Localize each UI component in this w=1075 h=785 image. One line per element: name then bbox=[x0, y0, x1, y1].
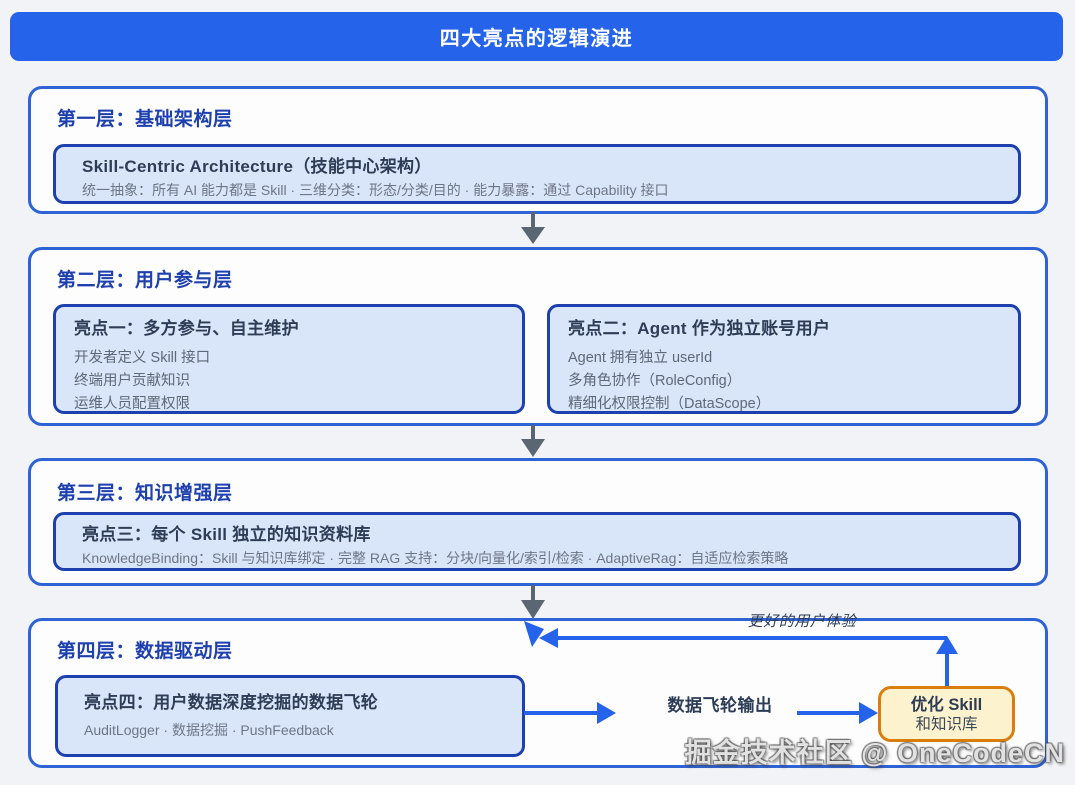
highlight-3-card: 亮点三：每个 Skill 独立的知识资料库 KnowledgeBinding：S… bbox=[53, 512, 1021, 571]
layer-1-card: Skill-Centric Architecture（技能中心架构） 统一抽象：… bbox=[53, 144, 1021, 204]
list-item: 运维人员配置权限 bbox=[74, 396, 190, 412]
list-item: Agent 拥有独立 userId bbox=[568, 350, 713, 366]
layer-2-heading: 第二层：用户参与层 bbox=[57, 270, 233, 291]
highlight-4-title: 亮点四：用户数据深度挖掘的数据飞轮 bbox=[84, 693, 379, 712]
list-item: 开发者定义 Skill 接口 bbox=[74, 350, 211, 366]
layer-1-container: 第一层：基础架构层 Skill-Centric Architecture（技能中… bbox=[28, 86, 1048, 214]
highlight-1-lines: 开发者定义 Skill 接口 终端用户贡献知识 运维人员配置权限 bbox=[74, 347, 504, 412]
watermark: 掘金技术社区 @ OneCodeCN bbox=[684, 738, 1065, 768]
highlight-3-desc: KnowledgeBinding：Skill 与知识库绑定 · 完整 RAG 支… bbox=[82, 550, 789, 566]
layer-4-heading: 第四层：数据驱动层 bbox=[57, 641, 233, 662]
highlight-2-title: 亮点二：Agent 作为独立账号用户 bbox=[568, 319, 831, 338]
layer-1-card-title: Skill-Centric Architecture（技能中心架构） bbox=[82, 157, 432, 176]
highlight-2-lines: Agent 拥有独立 userId 多角色协作（RoleConfig） 精细化权… bbox=[568, 347, 1000, 412]
diagram-title: 四大亮点的逻辑演进 bbox=[439, 28, 634, 50]
list-item: 终端用户贡献知识 bbox=[74, 373, 190, 389]
layer-2-container: 第二层：用户参与层 亮点一：多方参与、自主维护 开发者定义 Skill 接口 终… bbox=[28, 247, 1048, 426]
highlight-1-card: 亮点一：多方参与、自主维护 开发者定义 Skill 接口 终端用户贡献知识 运维… bbox=[53, 304, 525, 414]
highlight-1-title: 亮点一：多方参与、自主维护 bbox=[74, 319, 299, 338]
layer-1-card-desc: 统一抽象：所有 AI 能力都是 Skill · 三维分类：形态/分类/目的 · … bbox=[82, 182, 669, 198]
highlight-3-title: 亮点三：每个 Skill 独立的知识资料库 bbox=[82, 525, 371, 544]
down-arrow-icon bbox=[521, 425, 545, 457]
down-arrow-icon bbox=[521, 585, 545, 619]
highlight-4-card: 亮点四：用户数据深度挖掘的数据飞轮 AuditLogger · 数据挖掘 · P… bbox=[55, 675, 525, 757]
layer-1-heading: 第一层：基础架构层 bbox=[57, 109, 233, 130]
better-ux-feedback-label: 更好的用户体验 bbox=[747, 613, 857, 630]
down-arrow-icon bbox=[521, 212, 545, 244]
optimize-skill-node: 优化 Skill 和知识库 bbox=[878, 686, 1015, 742]
layer-3-container: 第三层：知识增强层 亮点三：每个 Skill 独立的知识资料库 Knowledg… bbox=[28, 458, 1048, 586]
list-item: 精细化权限控制（DataScope） bbox=[568, 396, 771, 412]
list-item: 多角色协作（RoleConfig） bbox=[568, 373, 742, 389]
data-flywheel-output-label: 数据飞轮输出 bbox=[667, 696, 773, 715]
optimize-node-line1: 优化 Skill bbox=[910, 695, 983, 714]
title-banner: 四大亮点的逻辑演进 bbox=[10, 12, 1063, 61]
highlight-2-card: 亮点二：Agent 作为独立账号用户 Agent 拥有独立 userId 多角色… bbox=[547, 304, 1021, 414]
layer-3-heading: 第三层：知识增强层 bbox=[57, 483, 233, 504]
highlight-4-desc: AuditLogger · 数据挖掘 · PushFeedback bbox=[84, 722, 334, 738]
optimize-node-line2: 和知识库 bbox=[915, 715, 978, 733]
